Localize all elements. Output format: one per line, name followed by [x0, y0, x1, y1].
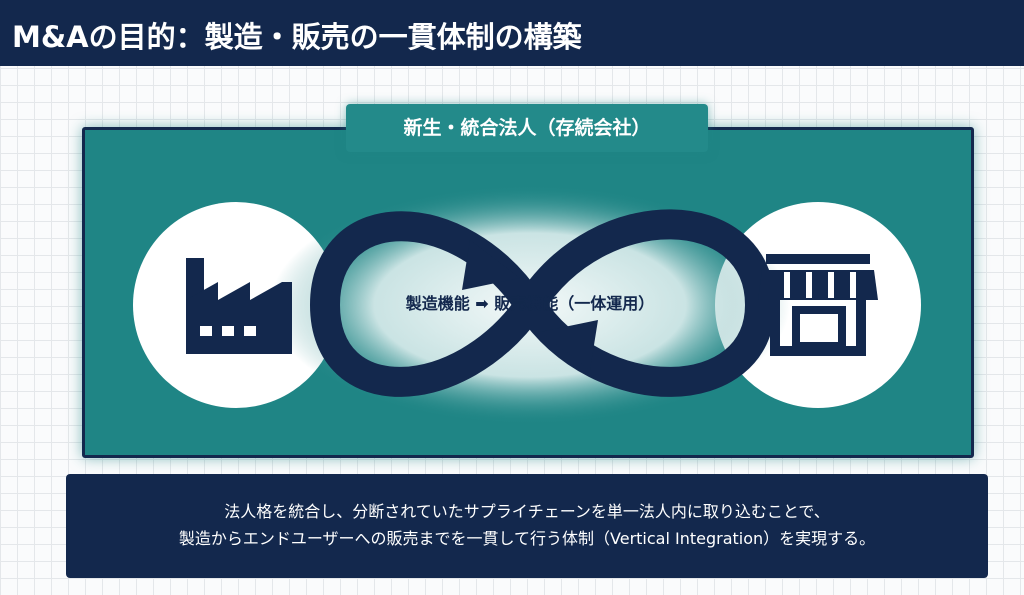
- arrow-left-icon: [540, 320, 598, 370]
- factory-icon: [186, 258, 292, 354]
- infinity-loop: [309, 209, 776, 397]
- summary-line-2: 製造からエンドユーザーへの販売までを一貫して行う体制（Vertical Inte…: [178, 529, 876, 548]
- page-title: M&Aの目的：製造・販売の一貫体制の構築: [0, 0, 1024, 66]
- summary-box: 法人格を統合し、分断されていたサプライチェーンを単一法人内に取り込むことで、 製…: [66, 474, 988, 578]
- center-text: 製造機能 ➡ 販売機能（一体運用）: [405, 294, 655, 313]
- store-icon: [758, 254, 878, 356]
- arrow-right-icon: [462, 240, 520, 290]
- summary-line-1: 法人格を統合し、分断されていたサプライチェーンを単一法人内に取り込むことで、: [224, 502, 830, 521]
- panel-label: 新生・統合法人（存続会社）: [346, 104, 708, 152]
